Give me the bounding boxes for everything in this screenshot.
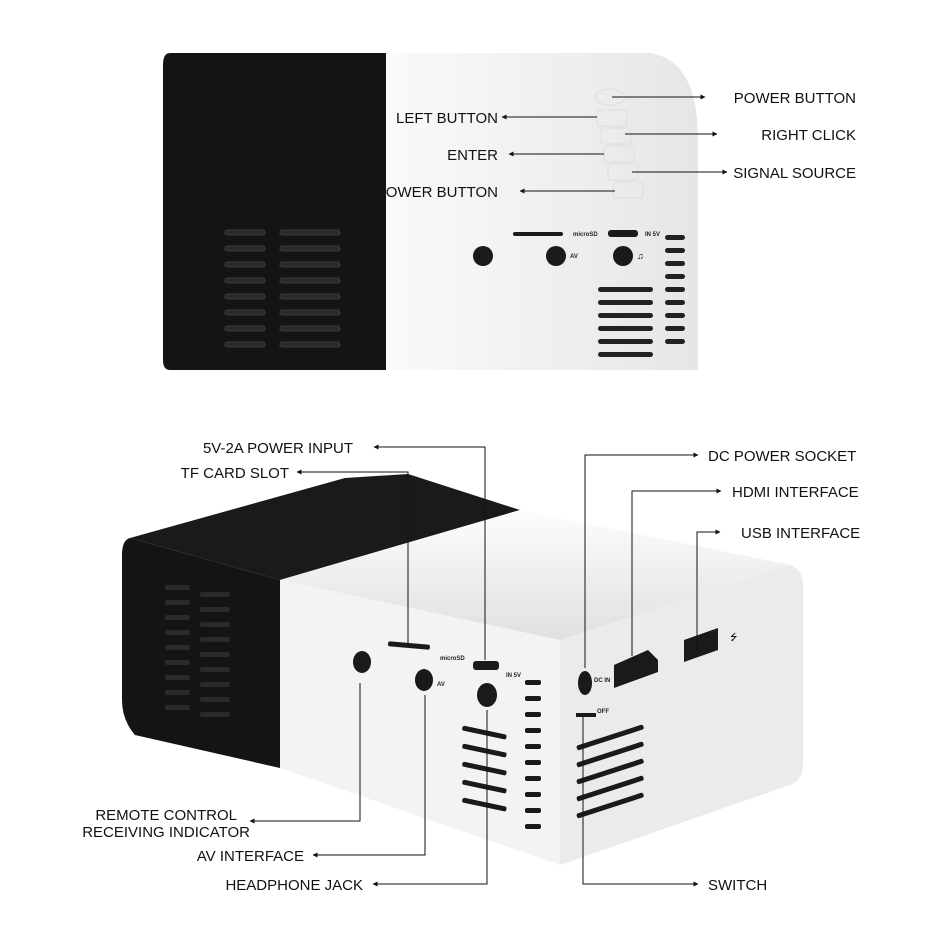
microsd-text-bottom: microSD	[440, 656, 465, 662]
label-left-button: LEFT BUTTON	[396, 110, 498, 127]
label-signal-source: SIGNAL SOURCE	[733, 165, 856, 182]
microsd-slot	[513, 232, 563, 236]
label-av-interface: AV INTERFACE	[197, 848, 304, 865]
vent-grille-black	[224, 229, 341, 348]
label-remote-control-line2: RECEIVING INDICATOR	[82, 824, 250, 841]
bottom-callout-lines	[249, 444, 722, 887]
headphone-jack-bottom	[477, 683, 497, 707]
label-power-button-right: POWER BUTTON	[734, 90, 856, 107]
label-enter: ENTER	[447, 147, 498, 164]
black-body-section	[163, 53, 386, 370]
microsd-text: microSD	[573, 232, 598, 238]
label-right-click: RIGHT CLICK	[761, 127, 856, 144]
av-text: AV	[570, 254, 578, 260]
in5v-text-bottom: IN 5V	[506, 673, 521, 679]
projector-perspective-view: microSD AV IN 5V DC IN ⭍ OFF	[122, 474, 803, 865]
white-top	[280, 510, 790, 640]
white-side	[560, 565, 803, 865]
label-switch: SWITCH	[708, 877, 767, 894]
label-headphone-jack: HEADPHONE JACK	[225, 877, 363, 894]
av-jack-bottom	[415, 669, 433, 691]
label-dc-power-socket: DC POWER SOCKET	[708, 448, 856, 465]
in5v-text: IN 5V	[645, 232, 660, 238]
label-power-input: 5V-2A POWER INPUT	[203, 440, 353, 457]
power-input-port	[473, 661, 499, 670]
remote-receiver-bottom	[353, 651, 371, 673]
dcin-text: DC IN	[594, 678, 610, 684]
headphone-icon: ♫	[637, 251, 644, 261]
white-front	[280, 580, 560, 865]
tf-card-slot	[387, 641, 430, 650]
top-callout-lines	[501, 94, 728, 194]
av-jack	[546, 246, 566, 266]
front-vents	[462, 680, 541, 829]
black-top	[130, 474, 520, 580]
usb-port	[684, 628, 718, 662]
hdmi-port	[614, 650, 658, 688]
usb-power-port	[608, 230, 638, 237]
usb-icon: ⭍	[730, 632, 738, 642]
off-text: OFF	[597, 709, 609, 715]
headphone-jack	[613, 246, 633, 266]
av-text-bottom: AV	[437, 682, 445, 688]
switch	[576, 713, 596, 717]
label-hdmi-interface: HDMI INTERFACE	[732, 484, 859, 501]
projector-top-view: microSD AV IN 5V ♫	[163, 53, 698, 370]
black-vents	[165, 585, 230, 717]
side-vents	[576, 724, 644, 819]
vent-grille-white	[598, 235, 685, 357]
dc-socket	[578, 671, 592, 695]
label-remote-control-line1: REMOTE CONTROL	[95, 807, 237, 824]
remote-receiver	[473, 246, 493, 266]
white-body-section	[386, 53, 698, 370]
label-usb-interface: USB INTERFACE	[741, 525, 860, 542]
label-power-button-left: POWER BUTTON	[376, 184, 498, 201]
label-tf-card-slot: TF CARD SLOT	[181, 465, 289, 482]
